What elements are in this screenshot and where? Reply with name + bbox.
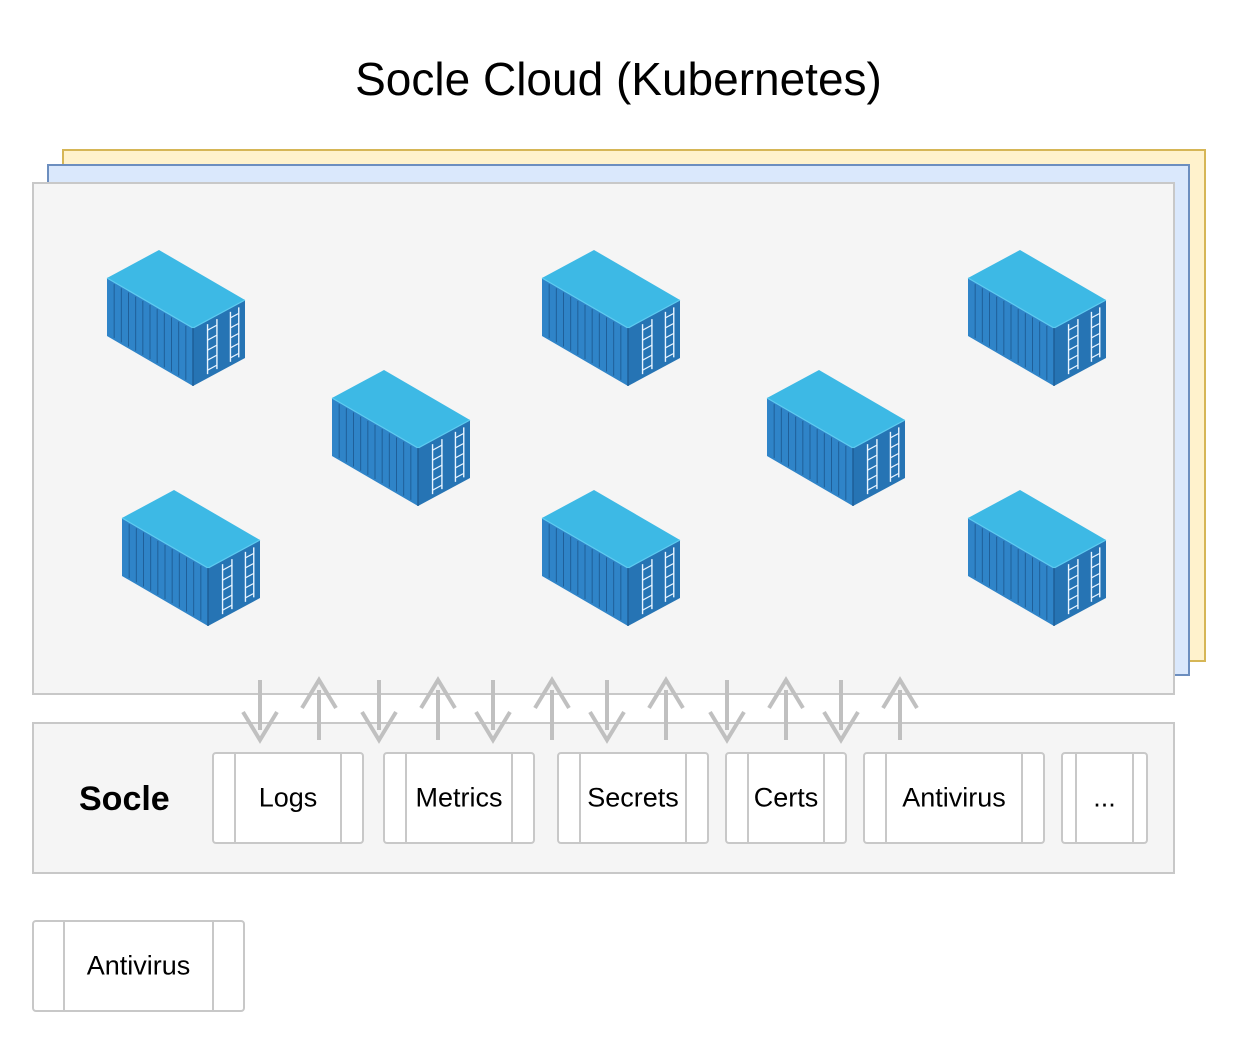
arrow-up-icon (300, 676, 338, 740)
container-icon (541, 250, 681, 386)
arrows-group (241, 676, 919, 744)
arrow-down-icon (241, 680, 279, 744)
service-antivirus-label: Antivirus (902, 782, 1006, 813)
containers-group (106, 250, 1107, 626)
arrow-down-icon (474, 680, 512, 744)
service-more: ... (1061, 752, 1148, 844)
diagram-title: Socle Cloud (Kubernetes) (355, 53, 882, 105)
arrow-up-icon (881, 676, 919, 740)
container-icon (967, 490, 1107, 626)
service-certs: Certs (725, 752, 847, 844)
socle-label: Socle (79, 780, 170, 818)
legend-antivirus-label: Antivirus (86, 950, 191, 981)
arrow-down-icon (708, 680, 746, 744)
service-logs-label: Logs (258, 782, 318, 813)
arrow-up-icon (767, 676, 805, 740)
service-antivirus: Antivirus (863, 752, 1045, 844)
service-more-label: ... (1093, 782, 1116, 813)
container-icon (766, 370, 906, 506)
container-icon (106, 250, 246, 386)
container-icon (541, 490, 681, 626)
container-icon (331, 370, 471, 506)
arrow-down-icon (822, 680, 860, 744)
service-secrets-label: Secrets (587, 782, 679, 813)
arrow-up-icon (533, 676, 571, 740)
service-certs-label: Certs (753, 782, 819, 813)
arrow-down-icon (588, 680, 626, 744)
legend-antivirus: Antivirus (32, 920, 245, 1012)
container-icon (121, 490, 261, 626)
container-icon (967, 250, 1107, 386)
service-secrets: Secrets (557, 752, 709, 844)
service-metrics-label: Metrics (415, 782, 503, 813)
service-logs: Logs (212, 752, 364, 844)
arrow-down-icon (360, 680, 398, 744)
service-metrics: Metrics (383, 752, 535, 844)
arrow-up-icon (647, 676, 685, 740)
arrow-up-icon (419, 676, 457, 740)
